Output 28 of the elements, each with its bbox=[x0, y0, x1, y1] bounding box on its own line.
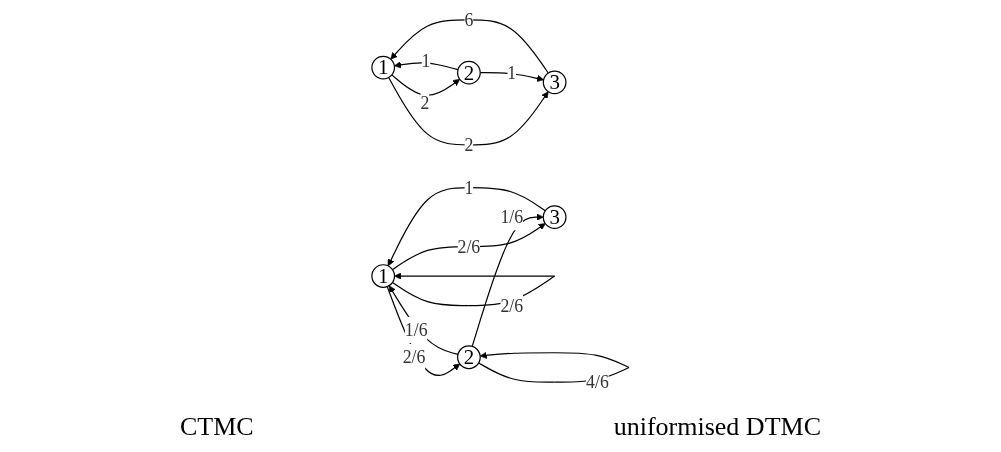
edge-label: 2/6 bbox=[402, 347, 426, 368]
edge-label: 1 bbox=[507, 62, 517, 83]
edge-label: 1/6 bbox=[500, 207, 524, 228]
edge-label: 1/6 bbox=[404, 319, 428, 341]
edge-label: 1 bbox=[464, 177, 474, 198]
node-circle: 3 bbox=[542, 70, 567, 95]
node-circle: 1 bbox=[371, 55, 396, 80]
edge-label: 2 bbox=[464, 134, 474, 155]
arrow bbox=[388, 76, 549, 146]
caption-text: uniformised DTMC bbox=[613, 412, 821, 442]
edge-label: 2/6 bbox=[500, 295, 524, 316]
edge-label: 2/6 bbox=[457, 236, 481, 257]
edge-label: 2 bbox=[420, 92, 430, 113]
arrow bbox=[390, 19, 549, 74]
edge-label: 1 bbox=[421, 50, 431, 72]
node-circle: 2 bbox=[457, 345, 481, 370]
node-circle: 3 bbox=[542, 205, 567, 230]
edge-label: 6 bbox=[464, 9, 474, 30]
arrow bbox=[387, 187, 546, 267]
edge-label: 4/6 bbox=[586, 372, 609, 393]
node-circle: 2 bbox=[457, 60, 481, 85]
arrow bbox=[391, 74, 461, 96]
caption-text: CTMC bbox=[180, 412, 254, 442]
arrow bbox=[394, 61, 459, 71]
arrow bbox=[471, 213, 544, 348]
arrow bbox=[391, 223, 546, 271]
arrow bbox=[386, 286, 461, 377]
node-circle: 1 bbox=[371, 264, 396, 288]
